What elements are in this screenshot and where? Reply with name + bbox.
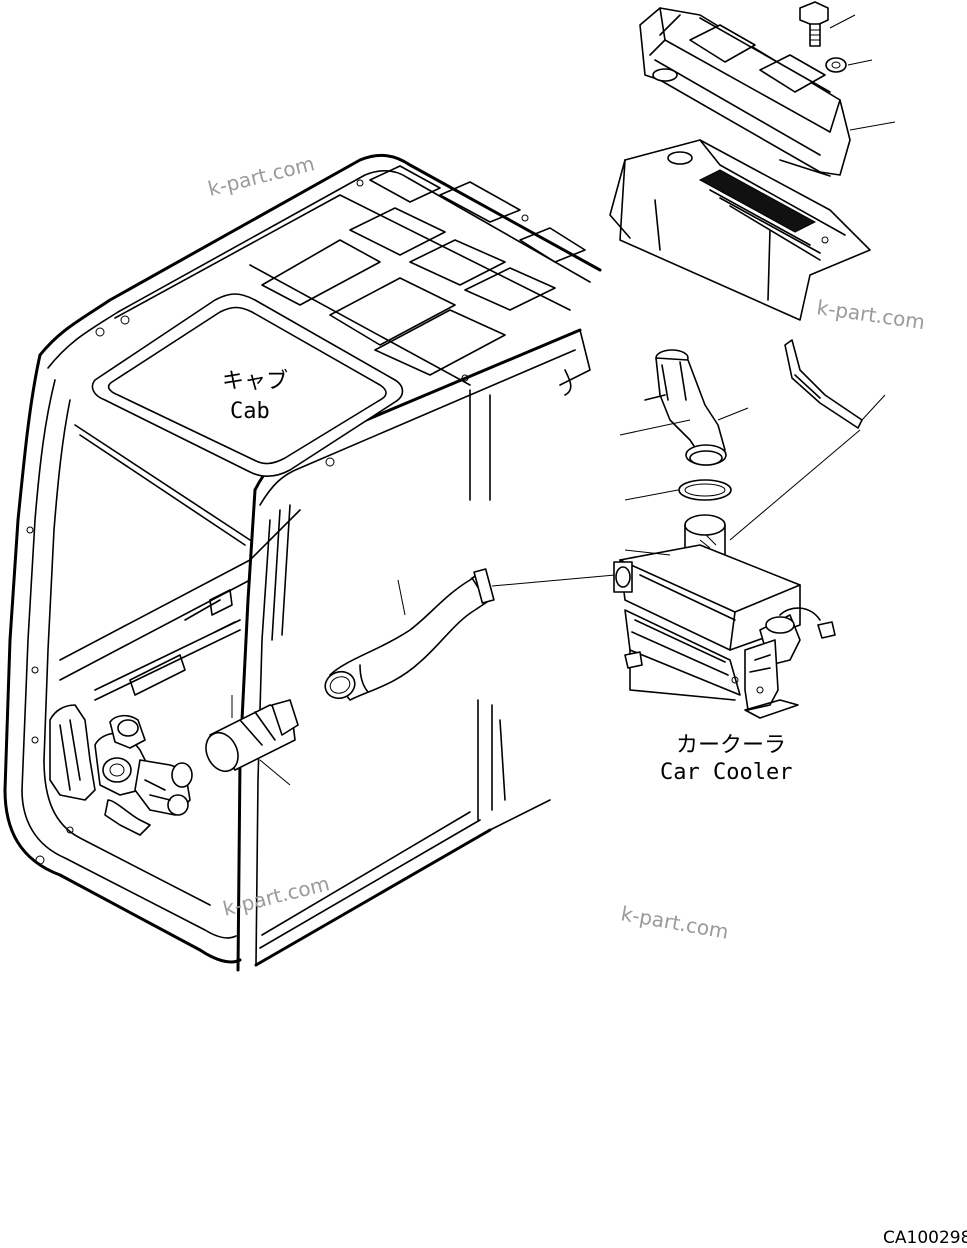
washer-icon: [825, 57, 873, 73]
watermark: k-part.com: [619, 901, 730, 944]
cab-label-jp: キャブ: [222, 369, 288, 394]
roof-cover-icon: [609, 139, 871, 321]
drawing-code: CA100298: [883, 1228, 967, 1248]
flexible-duct-icon: [324, 568, 616, 701]
blower-assembly-icon: [49, 704, 193, 836]
watermark: k-part.com: [815, 295, 926, 334]
car-cooler-icon: [613, 429, 861, 719]
watermark: k-part.com: [220, 871, 331, 921]
roof-duct-icon: [639, 7, 896, 177]
drain-hose-icon: [784, 339, 886, 429]
cooler-label-en: Car Cooler: [660, 760, 792, 785]
hose-clamp-icon: [624, 479, 732, 501]
duct-adapter-icon: [205, 695, 299, 786]
cab-icon: [3, 153, 602, 972]
bolt-icon: [799, 1, 856, 47]
cab-label-en: Cab: [230, 399, 270, 424]
cooler-label-jp: カークーラ: [676, 733, 786, 758]
elbow-duct-icon: [619, 349, 749, 466]
